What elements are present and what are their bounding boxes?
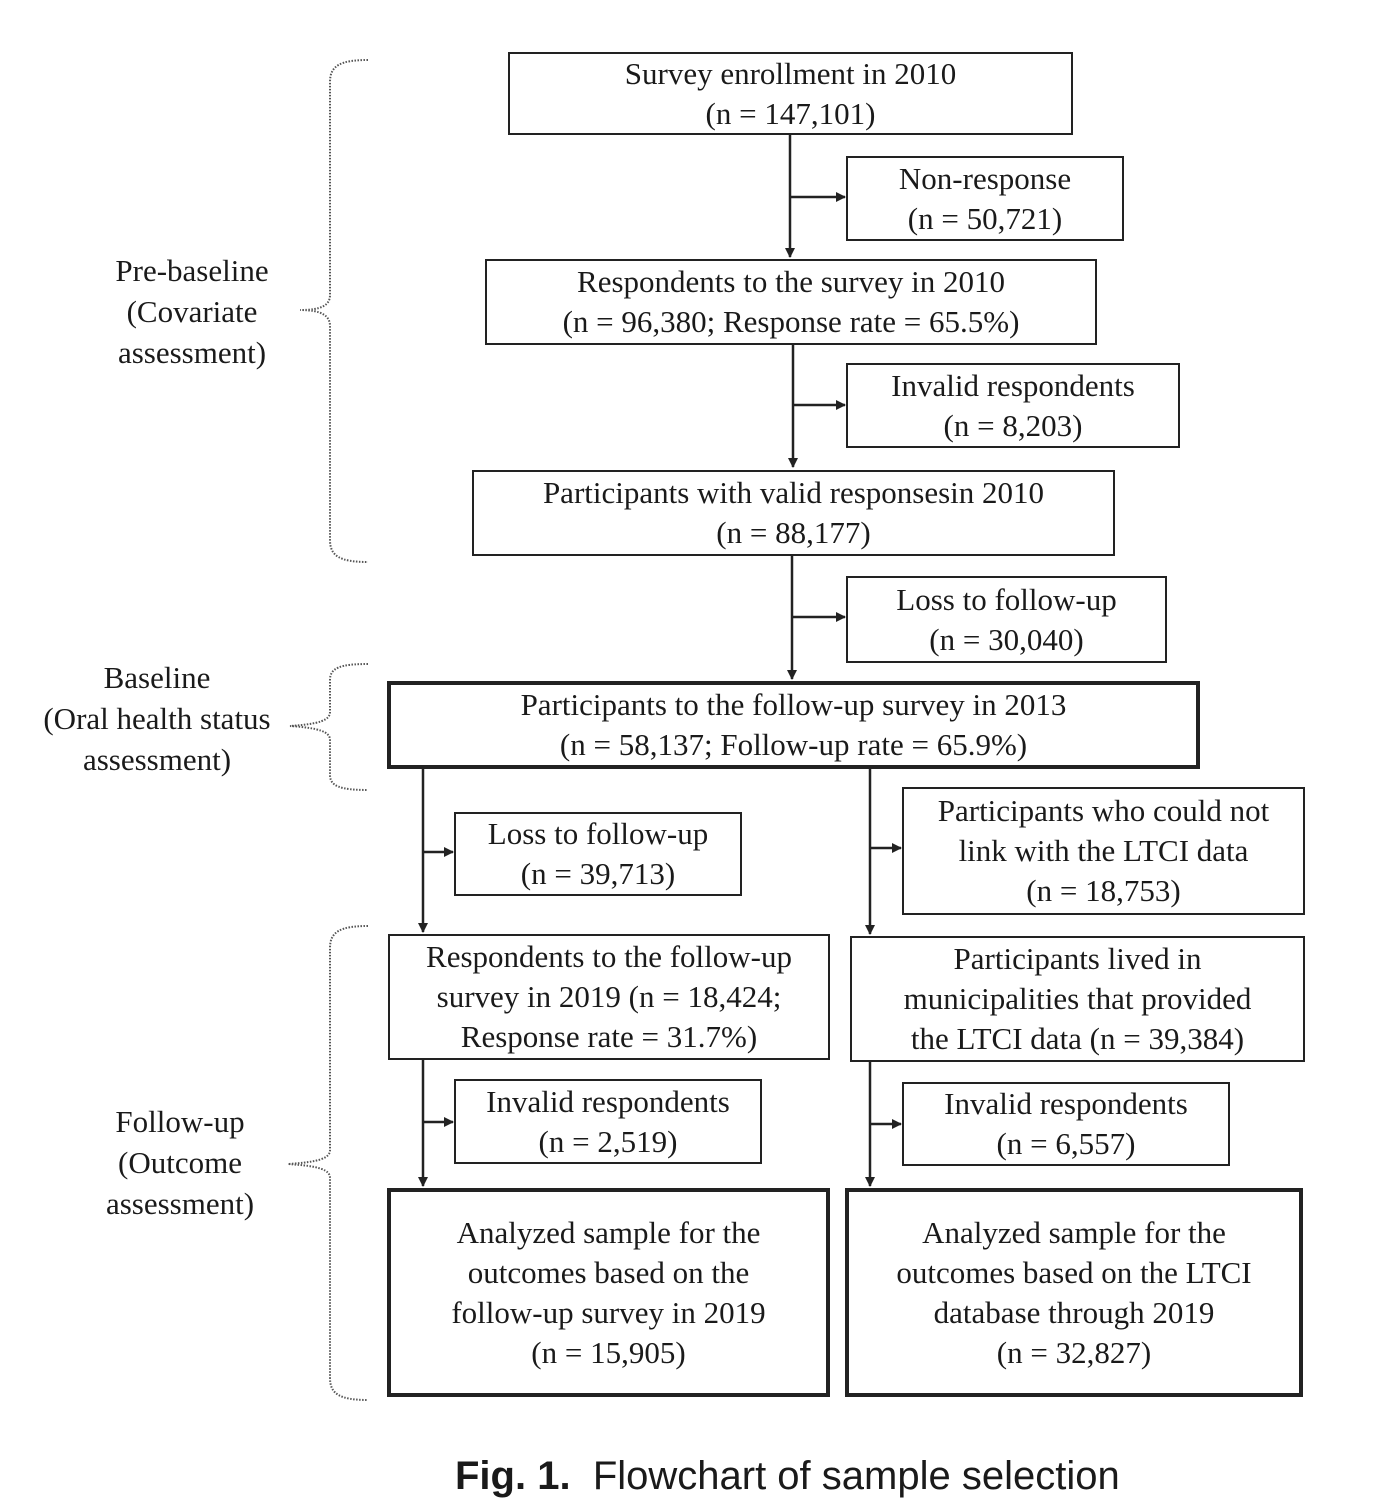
box-text: Loss to follow-up bbox=[487, 816, 709, 851]
box-analyzed-sample-ltci: Analyzed sample for the outcomes based o… bbox=[845, 1188, 1303, 1397]
box-text: (n = 96,380; Response rate = 65.5%) bbox=[562, 304, 1020, 339]
stage-baseline-line2: (Oral health status bbox=[43, 701, 271, 736]
box-text: (n = 50,721) bbox=[907, 200, 1063, 236]
box-text: link with the LTCI data bbox=[958, 833, 1249, 868]
box-survey-enrollment: Survey enrollment in 2010 (n = 147,101) bbox=[508, 52, 1073, 135]
stage-label-pre-baseline: Pre-baseline (Covariate assessment) bbox=[62, 250, 322, 373]
box-no-ltci-link: Participants who could not link with the… bbox=[902, 787, 1305, 915]
box-text: database through 2019 bbox=[933, 1294, 1215, 1330]
box-text: survey in 2019 (n = 18,424; bbox=[436, 979, 782, 1014]
box-invalid-respondents-2010: Invalid respondents (n = 8,203) bbox=[846, 363, 1180, 448]
box-followup-survey-2013: Participants to the follow-up survey in … bbox=[387, 681, 1200, 769]
box-text: Participants with valid responsesin 2010 bbox=[542, 475, 1045, 510]
box-invalid-respondents-right: Invalid respondents (n = 6,557) bbox=[902, 1082, 1230, 1166]
box-valid-responses-2010: Participants with valid responsesin 2010… bbox=[472, 470, 1115, 556]
box-loss-to-follow-up-2019: Loss to follow-up (n = 39,713) bbox=[454, 812, 742, 896]
stage-follow-up-line2: (Outcome bbox=[118, 1145, 242, 1180]
box-text: Participants to the follow-up survey in … bbox=[520, 687, 1067, 722]
figure-title: Flowchart of sample selection bbox=[592, 1454, 1120, 1498]
box-text: (n = 32,827) bbox=[996, 1334, 1152, 1370]
box-text: (n = 30,040) bbox=[929, 621, 1084, 657]
box-text: Invalid respondents bbox=[486, 1083, 730, 1119]
stage-baseline-line3: assessment) bbox=[82, 742, 232, 777]
box-text: Participants lived in bbox=[953, 941, 1202, 976]
stage-pre-baseline-line1: Pre-baseline bbox=[115, 253, 269, 288]
box-text: Participants who could not bbox=[937, 793, 1270, 828]
stage-follow-up-line3: assessment) bbox=[105, 1186, 255, 1221]
box-text: Respondents to the survey in 2010 bbox=[577, 264, 1005, 299]
stage-baseline-line1: Baseline bbox=[103, 660, 211, 695]
figure-number: Fig. 1. bbox=[455, 1454, 571, 1498]
box-text: municipalities that provided bbox=[903, 981, 1252, 1016]
box-respondents-2010: Respondents to the survey in 2010 (n = 9… bbox=[485, 259, 1097, 345]
box-text: (n = 8,203) bbox=[943, 407, 1083, 443]
box-text: Loss to follow-up bbox=[896, 581, 1117, 617]
box-analyzed-sample-survey: Analyzed sample for the outcomes based o… bbox=[387, 1188, 830, 1397]
stage-pre-baseline-line2: (Covariate bbox=[126, 294, 258, 329]
box-text: Analyzed sample for the bbox=[922, 1214, 1226, 1250]
box-text: follow-up survey in 2019 bbox=[451, 1294, 766, 1330]
brace-baseline bbox=[289, 663, 369, 791]
box-text: Response rate = 31.7%) bbox=[460, 1019, 758, 1054]
box-non-response: Non-response (n = 50,721) bbox=[846, 156, 1124, 241]
box-text: (n = 39,713) bbox=[520, 856, 676, 891]
box-text: (n = 2,519) bbox=[538, 1123, 678, 1159]
box-text: (n = 88,177) bbox=[716, 515, 871, 550]
box-text: Analyzed sample for the bbox=[456, 1214, 761, 1250]
box-text: Non-response bbox=[898, 160, 1072, 196]
stage-pre-baseline-line3: assessment) bbox=[117, 335, 267, 370]
box-text: (n = 15,905) bbox=[531, 1334, 686, 1370]
box-text: Survey enrollment in 2010 bbox=[624, 55, 957, 91]
box-text: Invalid respondents bbox=[944, 1086, 1188, 1121]
box-text: (n = 18,753) bbox=[1026, 873, 1181, 908]
box-text: (n = 6,557) bbox=[996, 1126, 1136, 1161]
box-text: the LTCI data (n = 39,384) bbox=[910, 1021, 1245, 1056]
stage-label-baseline: Baseline (Oral health status assessment) bbox=[22, 657, 292, 780]
stage-follow-up-line1: Follow-up bbox=[115, 1104, 245, 1139]
stage-label-follow-up: Follow-up (Outcome assessment) bbox=[50, 1101, 310, 1224]
box-respondents-2019: Respondents to the follow-up survey in 2… bbox=[388, 934, 830, 1060]
box-text: outcomes based on the LTCI bbox=[896, 1254, 1252, 1290]
box-text: Invalid respondents bbox=[891, 367, 1135, 403]
brace-follow-up bbox=[287, 925, 369, 1401]
brace-pre-baseline bbox=[299, 59, 369, 563]
box-text: (n = 58,137; Follow-up rate = 65.9%) bbox=[559, 727, 1028, 762]
box-ltci-municipalities: Participants lived in municipalities tha… bbox=[850, 936, 1305, 1062]
figure-caption: Fig. 1. Flowchart of sample selection bbox=[455, 1452, 1335, 1500]
box-text: outcomes based on the bbox=[467, 1254, 750, 1290]
box-text: Respondents to the follow-up bbox=[426, 939, 792, 974]
box-loss-to-follow-up-2013: Loss to follow-up (n = 30,040) bbox=[846, 576, 1167, 663]
box-invalid-respondents-left: Invalid respondents (n = 2,519) bbox=[454, 1079, 762, 1164]
box-text: (n = 147,101) bbox=[705, 95, 876, 131]
